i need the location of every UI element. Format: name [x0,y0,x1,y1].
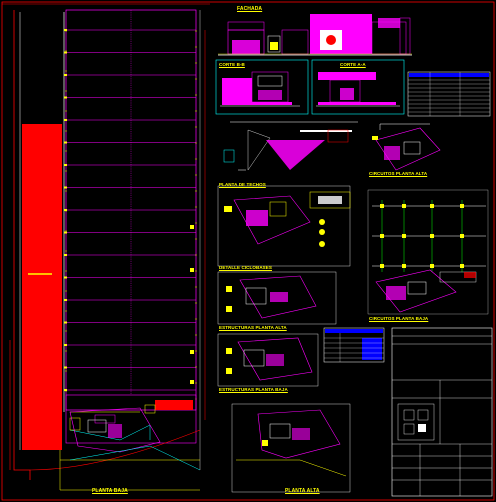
cortes-frames [215,59,405,115]
estructuras-alta-drawing [217,271,337,325]
label-detalle-ciclobases: DETALLE CICLOBASES [219,265,272,270]
stall-marker [64,299,67,301]
parking-stall-lines [64,29,196,391]
stall-marker [64,254,67,256]
stall-marker [64,209,67,211]
circuitos-baja-drawing [367,189,489,315]
label-circuitos-alta: CIRCUITOS PLANTA ALTA [369,171,428,176]
corte-bb-drawing [220,71,300,107]
stall-marker [64,96,67,99]
planta-baja-drawing [69,407,201,471]
stall-marker [64,389,67,391]
label-corte-aa: CORTE A-A [340,62,366,67]
corte-aa-drawing [316,72,400,107]
label-planta-techos: PLANTA DE TECHOS [219,182,266,187]
label-planta-baja: PLANTA BAJA [92,488,128,494]
planta-alta-drawing [231,403,351,493]
red-parking-strip [22,124,62,450]
circuitos-alta-drawing [372,123,441,171]
roof-detail [223,121,358,171]
legend-table [323,327,385,363]
stall-marker [64,321,67,324]
stall-marker [64,29,67,31]
stall-marker [64,231,67,234]
stall-marker [64,276,67,279]
label-circuitos-baja: CIRCUITOS PLANTA BAJA [369,316,429,321]
label-planta-alta: PLANTA ALTA [285,488,320,494]
label-estructuras-baja: ESTRUCTURAS PLANTA BAJA [219,387,288,392]
stall-marker [64,141,67,144]
stall-marker [64,164,67,166]
label-estructuras-alta: ESTRUCTURAS PLANTA ALTA [219,325,287,330]
stall-marker [64,344,67,346]
stall-marker [64,119,67,121]
title-block [391,327,493,497]
estructuras-baja-drawing [217,333,319,387]
stall-marker [64,74,67,76]
label-corte-bb: CORTE B-B [219,62,245,67]
stall-marker [64,186,67,189]
label-fachada: FACHADA [237,6,263,12]
fachada-elevation [218,14,412,56]
planta-techos-drawing [217,185,351,267]
stall-marker [64,51,67,54]
stall-marker [64,366,67,369]
site-plan-left [9,9,206,491]
spec-table [407,71,491,117]
